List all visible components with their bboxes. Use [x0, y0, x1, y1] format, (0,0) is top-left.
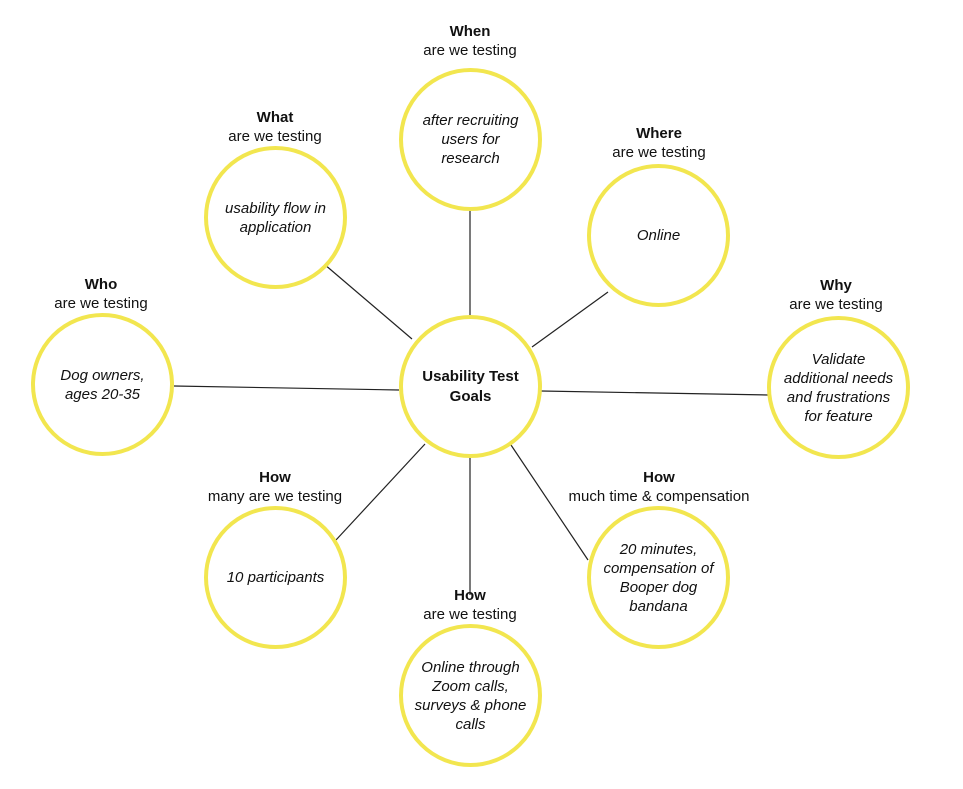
center-title: Usability Test Goals: [422, 367, 519, 405]
how-many-node: 10 participants: [204, 506, 347, 649]
how-many-detail: many are we testing: [207, 488, 343, 505]
how-many-answer: 10 participants: [226, 569, 325, 586]
how-time-label: How much time & compensation: [544, 468, 774, 506]
why-label: Why are we testing: [736, 276, 936, 314]
what-label: What are we testing: [175, 108, 375, 146]
what-question: What: [256, 109, 294, 126]
how-test-label: How are we testing: [370, 586, 570, 624]
who-detail: are we testing: [54, 295, 148, 312]
why-detail: are we testing: [789, 296, 883, 313]
who-node: Dog owners, ages 20-35: [31, 313, 174, 456]
how-test-answer: Online through Zoom calls, surveys & pho…: [414, 658, 527, 733]
connector-where: [531, 291, 609, 348]
how-time-detail: much time & compensation: [568, 488, 750, 505]
how-many-question: How: [259, 469, 291, 486]
who-question: Who: [84, 276, 118, 293]
what-node: usability flow in application: [204, 146, 347, 289]
connector-what: [323, 263, 413, 340]
when-question: When: [449, 23, 491, 40]
how-test-node: Online through Zoom calls, surveys & pho…: [399, 624, 542, 767]
what-answer: usability flow in application: [225, 199, 326, 236]
when-node: after recruiting users for research: [399, 68, 542, 211]
why-answer: Validate additional needs and frustratio…: [783, 350, 894, 425]
how-time-answer: 20 minutes, compensation of Booper dog b…: [603, 540, 714, 615]
why-node: Validate additional needs and frustratio…: [767, 316, 910, 459]
connector-why: [540, 390, 769, 396]
why-question: Why: [820, 277, 852, 294]
when-detail: are we testing: [423, 42, 517, 59]
where-node: Online: [587, 164, 730, 307]
when-label: When are we testing: [370, 22, 570, 60]
connector-who: [173, 385, 400, 391]
how-time-question: How: [643, 469, 675, 486]
where-detail: are we testing: [612, 144, 706, 161]
how-many-label: How many are we testing: [170, 468, 380, 506]
how-test-detail: are we testing: [423, 606, 517, 623]
when-answer: after recruiting users for research: [422, 112, 519, 167]
where-label: Where are we testing: [559, 124, 759, 162]
connector-how-time: [510, 444, 589, 561]
how-test-question: How: [454, 587, 486, 604]
where-answer: Online: [636, 227, 681, 244]
who-answer: Dog owners, ages 20-35: [60, 366, 145, 403]
how-time-node: 20 minutes, compensation of Booper dog b…: [587, 506, 730, 649]
center-node: Usability Test Goals: [399, 315, 542, 458]
where-question: Where: [636, 125, 682, 142]
who-label: Who are we testing: [1, 275, 201, 313]
what-detail: are we testing: [228, 128, 322, 145]
connector-how-many: [335, 443, 426, 541]
